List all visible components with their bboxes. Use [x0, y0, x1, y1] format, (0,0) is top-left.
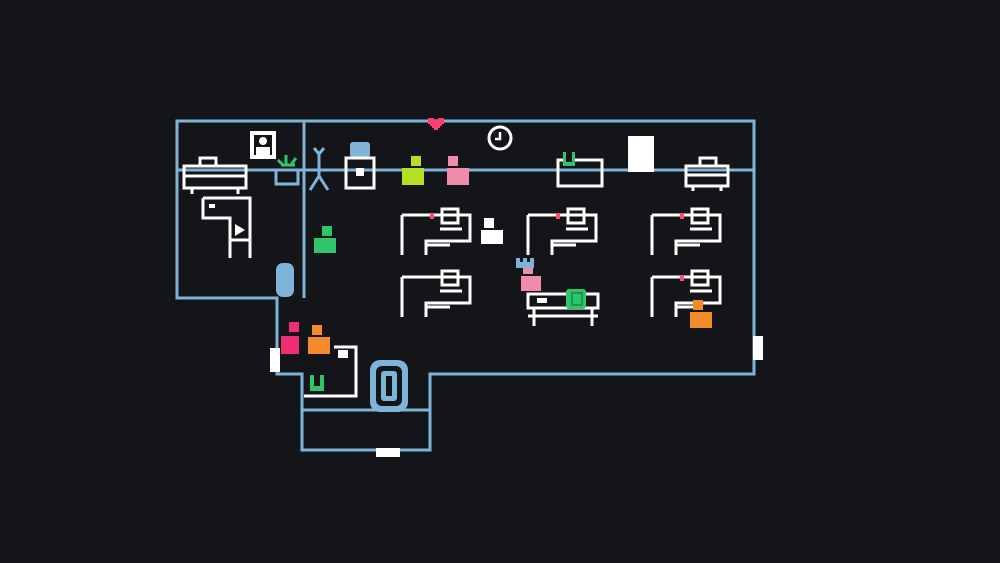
character-orange-lounge[interactable] [308, 325, 330, 354]
outer-wall [175, 119, 756, 452]
characters [281, 156, 712, 354]
mug-icon [566, 289, 586, 309]
workstation-2[interactable] [526, 207, 598, 257]
walls [175, 119, 756, 452]
lounge-mug [310, 375, 324, 391]
break-table [526, 289, 600, 326]
reception-desk [556, 152, 604, 188]
character-green[interactable] [314, 226, 336, 253]
portrait-icon [250, 131, 276, 159]
sofa-left [182, 156, 248, 194]
character-rose[interactable] [516, 258, 541, 291]
workstation-3[interactable] [650, 207, 722, 257]
rug-icon [370, 360, 408, 412]
blue-capsule [276, 263, 294, 297]
doors [270, 136, 763, 457]
door-left[interactable] [270, 348, 280, 372]
clock-icon [487, 125, 513, 151]
character-white[interactable] [481, 218, 503, 244]
workstation-1[interactable] [400, 207, 472, 257]
coat-rack-icon [308, 147, 330, 191]
window-top [628, 136, 654, 172]
workstation-6[interactable] [650, 269, 722, 319]
character-orange-desk[interactable] [690, 300, 712, 328]
water-cooler-icon [344, 142, 376, 190]
character-magenta[interactable] [281, 322, 299, 354]
character-lime[interactable] [402, 156, 424, 185]
workstation-4[interactable] [400, 269, 472, 319]
lounge-shelf [304, 345, 358, 398]
heart-icon [428, 118, 444, 130]
character-pink[interactable] [447, 156, 469, 185]
desk-left-room [201, 196, 252, 258]
sofa-right [684, 156, 730, 191]
door-bottom[interactable] [376, 448, 400, 457]
plant-icon [274, 155, 300, 186]
door-right[interactable] [753, 336, 763, 360]
